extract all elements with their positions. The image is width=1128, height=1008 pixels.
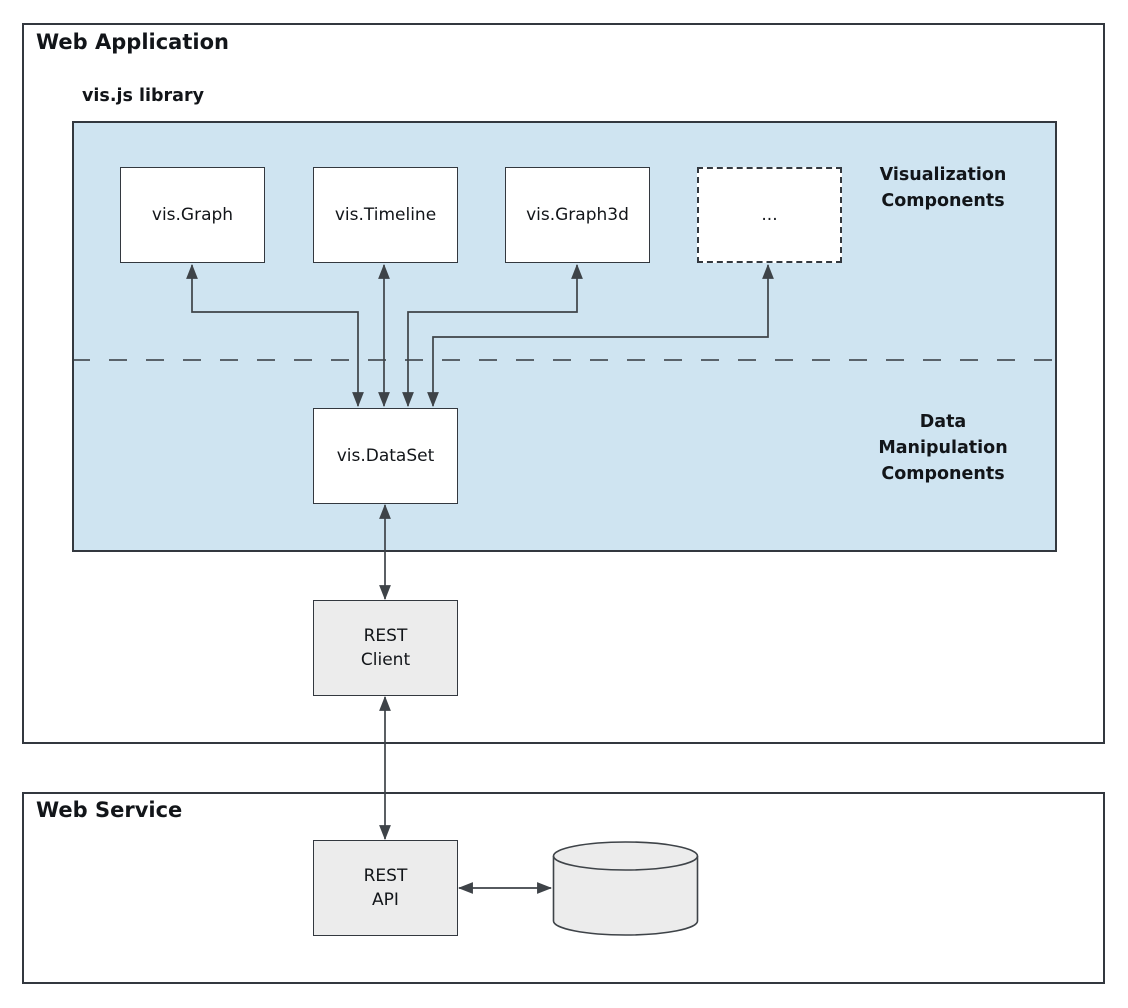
dataset-label: vis.DataSet: [336, 446, 435, 466]
component-box-vis-graph3d: vis.Graph3d: [505, 167, 650, 263]
label-line: Visualization: [879, 165, 1007, 185]
component-label: vis.Timeline: [334, 205, 437, 225]
visjs-library-title: vis.js library: [82, 86, 204, 106]
rest-client-label-line: Client: [360, 650, 411, 670]
database-label: Data: [605, 879, 646, 899]
web-service-title: Web Service: [36, 798, 183, 822]
component-box-more: ...: [697, 167, 842, 263]
component-label: vis.Graph: [151, 205, 234, 225]
label-line: Components: [881, 464, 1005, 484]
visualization-components-label: Visualization Components: [845, 162, 1041, 214]
rest-api-label-line: REST: [363, 866, 408, 886]
component-box-vis-timeline: vis.Timeline: [313, 167, 458, 263]
label-line: Components: [881, 191, 1005, 211]
component-box-vis-graph: vis.Graph: [120, 167, 265, 263]
data-manipulation-components-label: Data Manipulation Components: [845, 409, 1041, 487]
rest-api-label-line: API: [372, 890, 399, 910]
component-label: vis.Graph3d: [526, 205, 629, 225]
label-line: Manipulation: [878, 438, 1008, 458]
web-application-title: Web Application: [36, 30, 229, 54]
rest-api-box: REST API: [313, 840, 458, 936]
rest-client-box: REST Client: [313, 600, 458, 696]
dataset-box: vis.DataSet: [313, 408, 458, 504]
label-line: Data: [919, 412, 967, 432]
component-label: ...: [761, 205, 778, 225]
rest-client-label-line: REST: [363, 626, 408, 646]
